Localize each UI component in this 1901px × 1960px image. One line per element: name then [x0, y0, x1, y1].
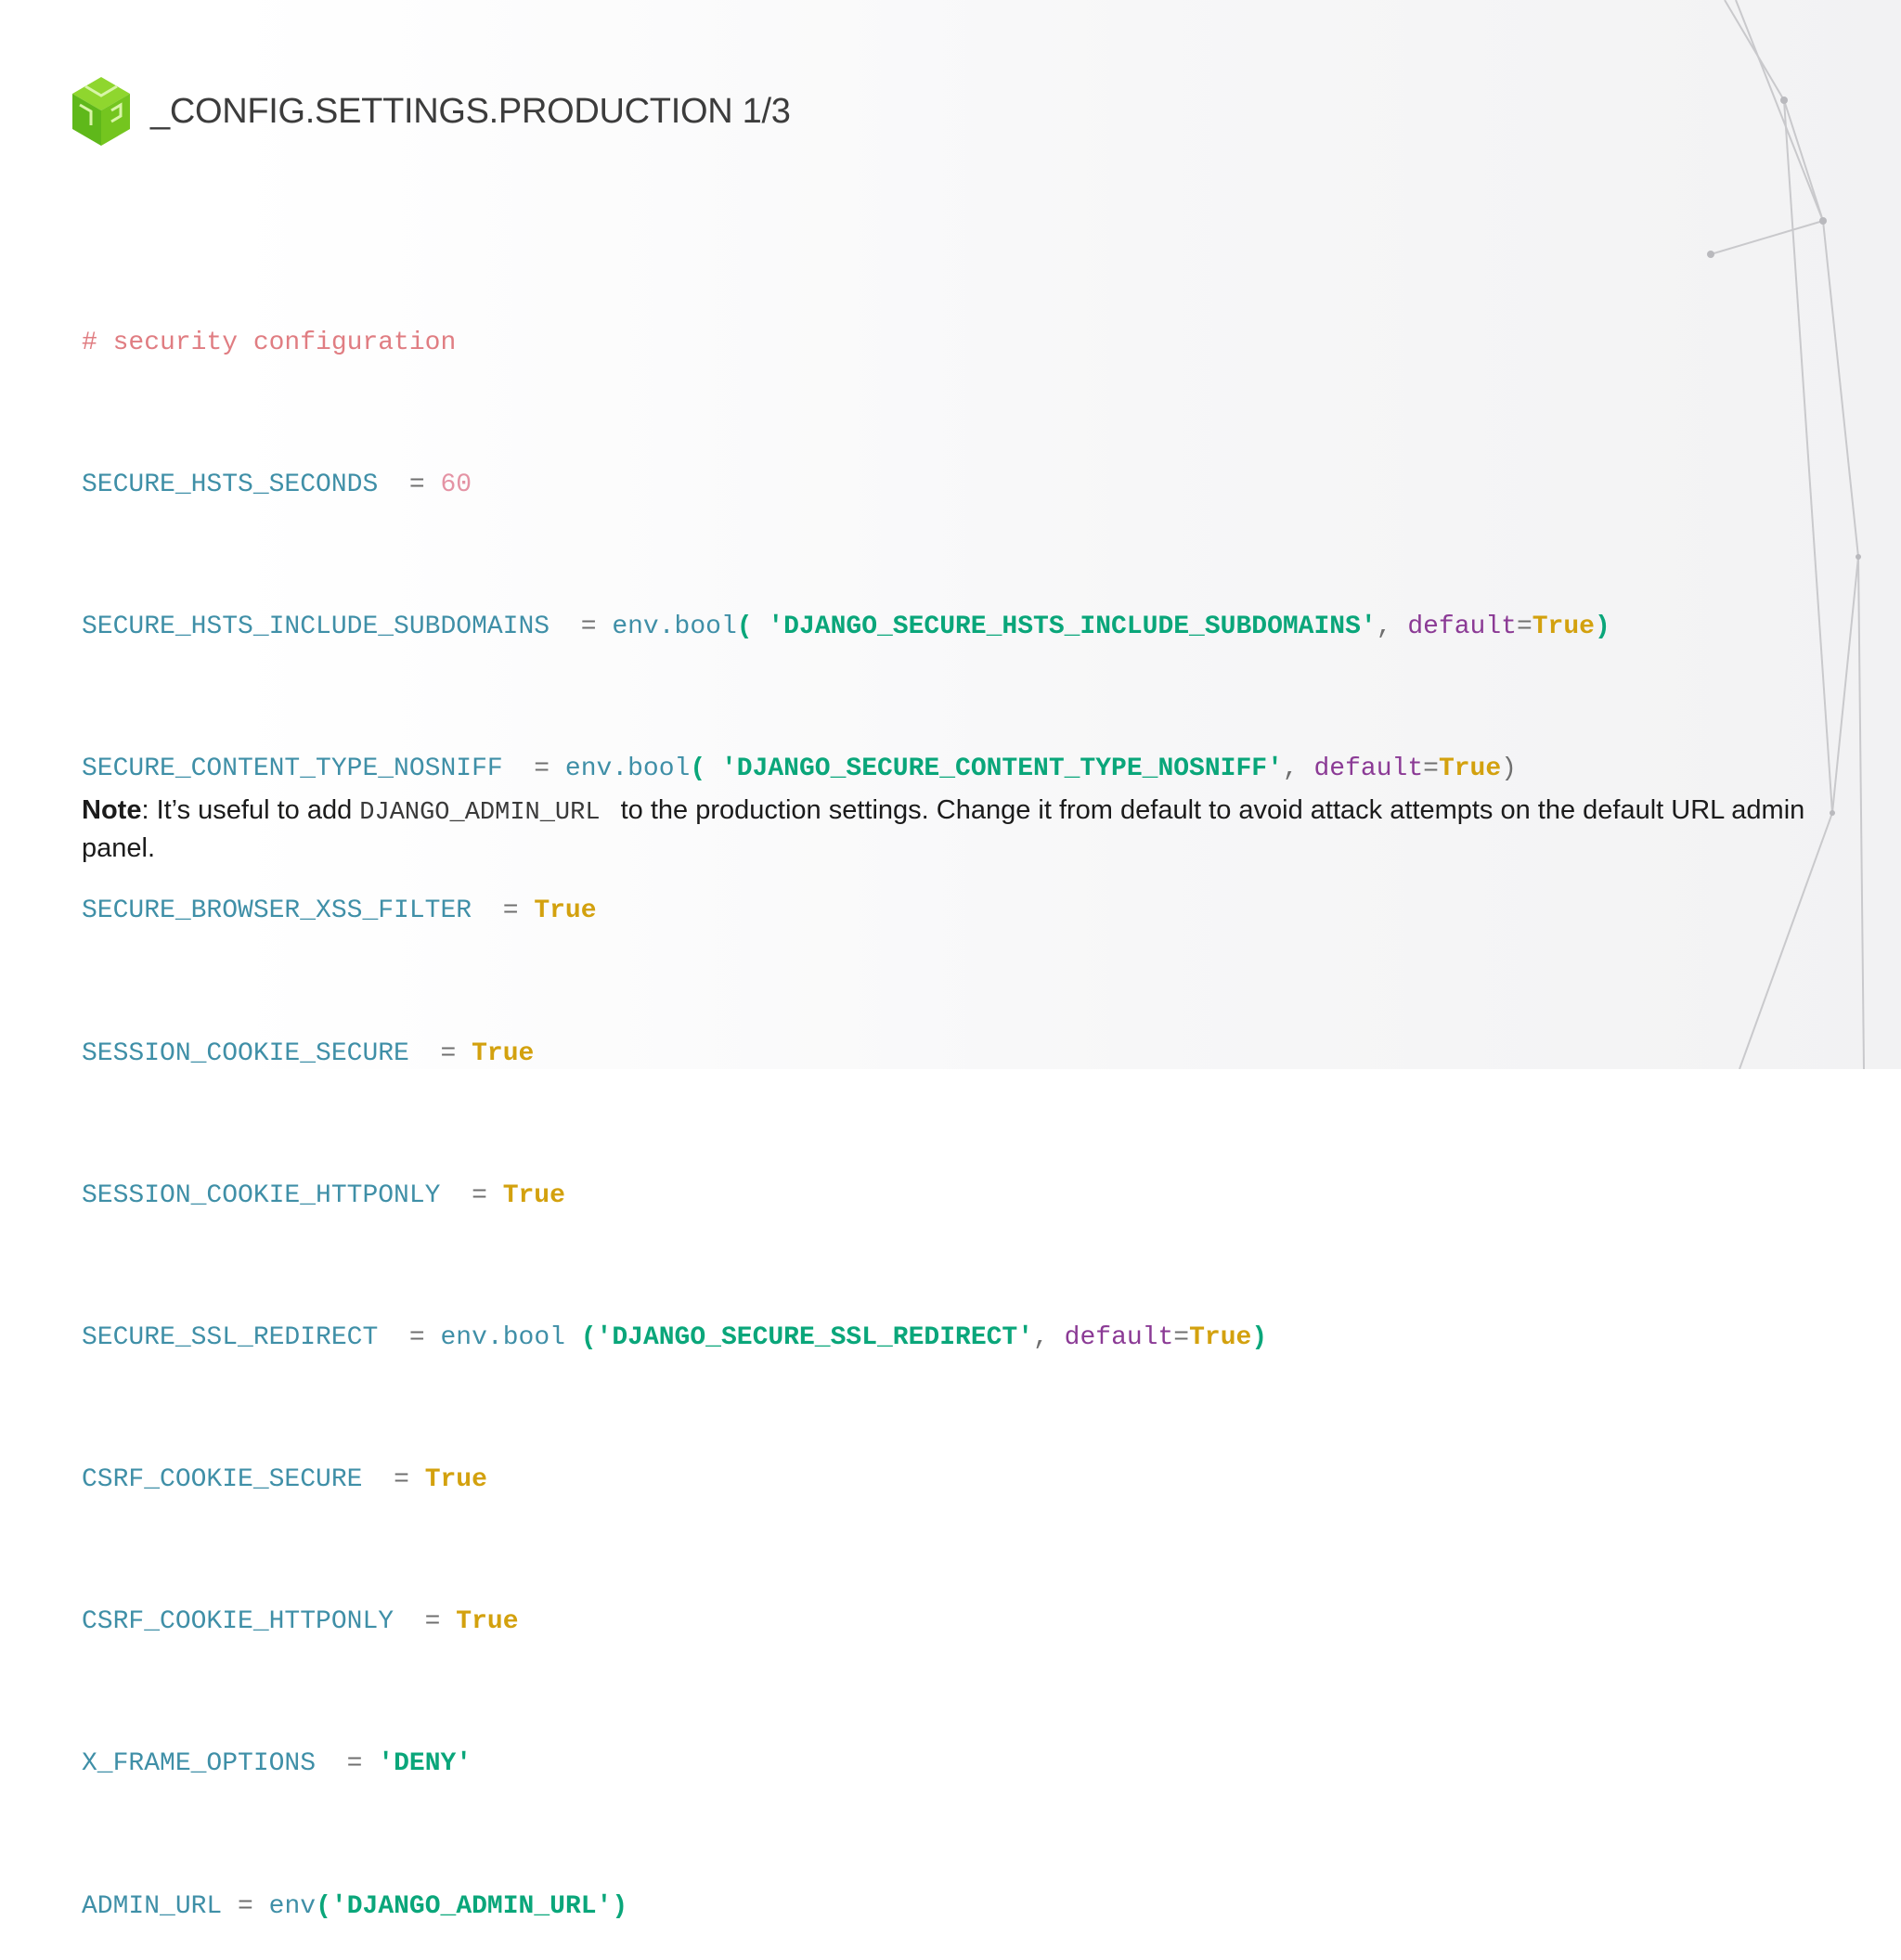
keyword-true: True [1532, 612, 1595, 641]
keyword-true: True [1189, 1322, 1252, 1352]
string-argument: 'DJANGO_SECURE_HSTS_INCLUDE_SUBDOMAINS' [768, 612, 1377, 641]
setting-name: SESSION_COOKIE_SECURE [82, 1038, 409, 1068]
open-paren: ( [736, 612, 753, 641]
code-line: SECURE_CONTENT_TYPE_NOSNIFF = env.bool( … [82, 752, 1610, 787]
comma: , [1282, 754, 1299, 784]
setting-name: SECURE_HSTS_INCLUDE_SUBDOMAINS [82, 612, 550, 641]
assign-operator: = [394, 1465, 409, 1495]
code-line-comment: # security configuration [82, 326, 1610, 361]
code-line: CSRF_COOKIE_HTTPONLY = True [82, 1605, 1610, 1640]
code-block: # security configuration SECURE_HSTS_SEC… [82, 254, 1610, 1960]
keyword-true: True [1438, 754, 1502, 784]
code-line: SECURE_HSTS_SECONDS = 60 [82, 468, 1610, 503]
string-argument: 'DJANGO_SECURE_CONTENT_TYPE_NOSNIFF' [720, 754, 1283, 784]
setting-name: CSRF_COOKIE_HTTPONLY [82, 1607, 394, 1637]
string-value: 'DENY' [378, 1749, 472, 1779]
setting-name: SECURE_HSTS_SECONDS [82, 470, 379, 499]
assign-operator: = [440, 1038, 457, 1068]
open-paren: ( [690, 754, 706, 784]
setting-value-number: 60 [440, 470, 472, 499]
code-line: ADMIN_URL = env('DJANGO_ADMIN_URL') [82, 1889, 1610, 1925]
code-line: X_FRAME_OPTIONS = 'DENY' [82, 1747, 1610, 1782]
code-line: SESSION_COOKIE_HTTPONLY = True [82, 1179, 1610, 1214]
assign-operator: = [580, 612, 597, 641]
note-paragraph: Note: It’s useful to add DJANGO_ADMIN_UR… [82, 793, 1827, 866]
code-line: SECURE_BROWSER_XSS_FILTER = True [82, 894, 1610, 929]
keyword-true: True [502, 1180, 565, 1210]
assign-operator: = [408, 1322, 425, 1352]
assign-operator: = [424, 1607, 441, 1637]
assign-operator: = [502, 896, 519, 926]
open-paren: ( [316, 1891, 331, 1921]
string-argument: 'DJANGO_SECURE_SSL_REDIRECT' [596, 1322, 1034, 1352]
slide-title: _CONFIG.SETTINGS.PRODUCTION 1/3 [150, 91, 791, 131]
comma: , [1033, 1322, 1049, 1352]
code-line: SECURE_HSTS_INCLUDE_SUBDOMAINS = env.boo… [82, 610, 1610, 645]
kwarg-equals: = [1423, 754, 1439, 784]
setting-name: SECURE_CONTENT_TYPE_NOSNIFF [82, 754, 503, 784]
keyword-argument: default [1313, 754, 1424, 784]
assign-operator: = [408, 470, 425, 499]
kwarg-equals: = [1173, 1322, 1190, 1352]
assign-operator: = [534, 754, 550, 784]
keyword-true: True [534, 896, 597, 926]
setting-name: SESSION_COOKIE_HTTPONLY [82, 1180, 441, 1210]
function-call: env.bool [564, 754, 691, 784]
close-paren: ) [1501, 754, 1517, 784]
open-paren: ( [580, 1322, 597, 1352]
keyword-true: True [472, 1038, 535, 1068]
string-argument: 'DJANGO_ADMIN_URL' [330, 1891, 613, 1921]
keyword-true: True [424, 1465, 487, 1495]
setting-name: CSRF_COOKIE_SECURE [82, 1465, 363, 1495]
note-label: Note [82, 795, 142, 825]
note-text-before: : It’s useful to add [141, 795, 360, 825]
close-paren: ) [1251, 1322, 1268, 1352]
note-inline-code: DJANGO_ADMIN_URL [359, 799, 601, 827]
green-cube-logo-icon [72, 77, 130, 146]
assign-operator: = [238, 1891, 253, 1921]
setting-name: ADMIN_URL [82, 1891, 223, 1921]
note-text-after: to the production settings. Change it fr… [82, 795, 1805, 863]
setting-name: X_FRAME_OPTIONS [82, 1749, 317, 1779]
code-line: CSRF_COOKIE_SECURE = True [82, 1463, 1610, 1498]
kwarg-equals: = [1516, 612, 1532, 641]
code-line: SECURE_SSL_REDIRECT = env.bool ('DJANGO_… [82, 1321, 1610, 1356]
function-call: env.bool [440, 1322, 565, 1352]
assign-operator: = [346, 1749, 363, 1779]
slide-header: _CONFIG.SETTINGS.PRODUCTION 1/3 [72, 77, 791, 146]
network-lines-decoration [1707, 0, 1865, 1069]
code-comment: # security configuration [82, 328, 457, 357]
setting-name: SECURE_BROWSER_XSS_FILTER [82, 896, 472, 926]
keyword-true: True [456, 1607, 519, 1637]
keyword-argument: default [1407, 612, 1517, 641]
setting-name: SECURE_SSL_REDIRECT [82, 1322, 379, 1352]
keyword-argument: default [1064, 1322, 1174, 1352]
function-call: env [268, 1891, 317, 1921]
code-line: SESSION_COOKIE_SECURE = True [82, 1037, 1610, 1072]
close-paren: ) [1594, 612, 1610, 641]
close-paren: ) [612, 1891, 628, 1921]
slide-background [0, 0, 1901, 1069]
assign-operator: = [472, 1180, 487, 1210]
comma: , [1376, 612, 1392, 641]
function-call: env.bool [612, 612, 737, 641]
